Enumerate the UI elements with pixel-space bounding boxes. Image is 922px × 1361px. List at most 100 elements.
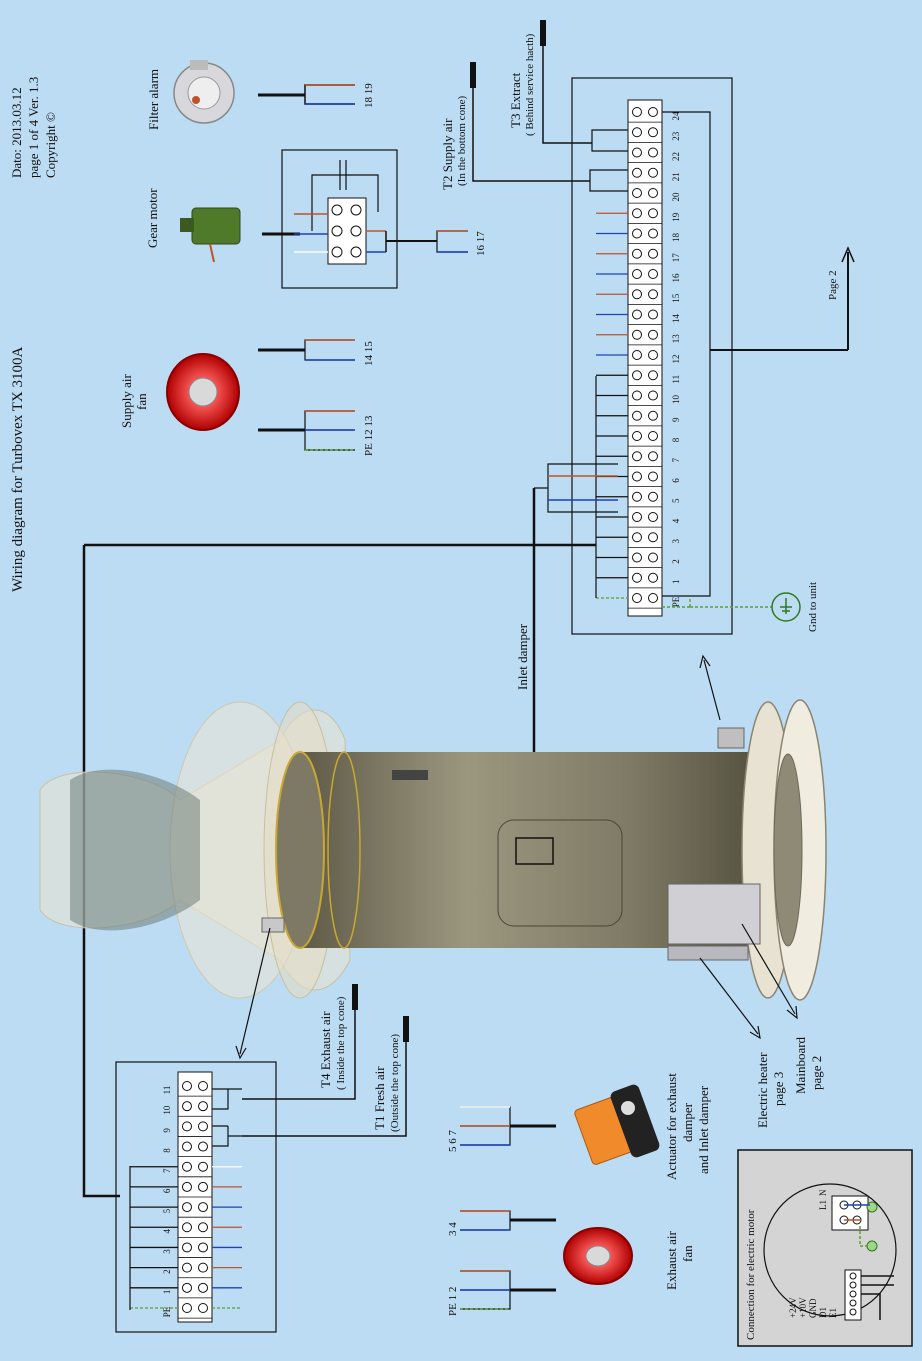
mb-screw bbox=[632, 552, 642, 563]
mb-screw bbox=[648, 248, 658, 259]
mb-screw bbox=[648, 410, 658, 421]
mb-screw bbox=[648, 329, 658, 340]
mb-screw bbox=[632, 471, 642, 482]
lo-terminal-label: 11 bbox=[162, 1086, 172, 1095]
lo-terminal-label: 6 bbox=[162, 1188, 172, 1193]
motor-terminal-d1: D1 bbox=[818, 1307, 828, 1318]
mb-screw bbox=[632, 451, 642, 462]
supply-fan-label-2: fan bbox=[134, 393, 149, 410]
lo-terminal-label: 3 bbox=[162, 1249, 172, 1254]
inlet-damper-label: Inlet damper bbox=[515, 623, 530, 690]
motor-connection-panel: Connection for electric motor L1 N +24V … bbox=[737, 1149, 913, 1347]
ground-symbol: Gnd to unit bbox=[662, 582, 819, 632]
lo-screw bbox=[182, 1161, 192, 1172]
motor-terminal-gnd: GND bbox=[808, 1298, 818, 1318]
mb-screw bbox=[648, 431, 658, 441]
supply-fan-label-1: Supply air bbox=[119, 374, 134, 428]
mb-screw bbox=[648, 491, 658, 502]
mb-terminal-label: 5 bbox=[671, 498, 681, 503]
electric-heater-label-1: Electric heater bbox=[755, 1052, 770, 1128]
t1-label-2: (Outside the top cone) bbox=[389, 1034, 401, 1132]
gear-motor-label: Gear motor bbox=[145, 188, 160, 248]
feed-wire-down bbox=[82, 545, 120, 1198]
mb-terminal-label: 19 bbox=[671, 212, 681, 222]
mb-terminal-label: 1 bbox=[671, 580, 681, 585]
lo-screw bbox=[198, 1262, 208, 1273]
mb-screw bbox=[632, 147, 642, 158]
mb-terminal-label: 24 bbox=[671, 111, 681, 121]
lo-screw bbox=[182, 1141, 192, 1152]
t4-label-1: T4 Exhaust air bbox=[318, 1011, 333, 1088]
mb-screw bbox=[648, 167, 658, 178]
gear-motor-box bbox=[281, 149, 398, 289]
mb-screw bbox=[648, 188, 658, 198]
lower-wires bbox=[129, 1166, 242, 1310]
mb-screw bbox=[632, 188, 642, 198]
mb-screw bbox=[632, 512, 642, 522]
mb-terminal-label: 2 bbox=[671, 559, 681, 564]
copyright-text: Copyright © bbox=[43, 112, 58, 178]
t3-label-2: ( Behind service hacth) bbox=[524, 33, 536, 136]
gnd-label: Gnd to unit bbox=[807, 582, 819, 632]
mb-screw bbox=[632, 572, 642, 583]
t1-fresh-sensor: T1 Fresh air (Outside the top cone) bbox=[242, 1016, 409, 1137]
mb-terminal-label: 12 bbox=[671, 355, 681, 364]
mb-screw bbox=[648, 269, 658, 279]
lo-terminal-label: 5 bbox=[162, 1208, 172, 1213]
filter-alarm-icon bbox=[173, 60, 235, 124]
mb-screw bbox=[632, 228, 642, 239]
lo-terminal-label: 2 bbox=[162, 1269, 172, 1274]
mb-terminal-label: 11 bbox=[671, 375, 681, 384]
mb-screw bbox=[632, 248, 642, 259]
mb-terminal-label: 18 bbox=[671, 233, 681, 243]
lo-screw bbox=[182, 1121, 192, 1132]
mb-screw bbox=[632, 350, 642, 360]
lo-terminal-label: 9 bbox=[162, 1128, 172, 1133]
mb-terminal-label: 23 bbox=[671, 131, 681, 141]
mb-screw bbox=[648, 147, 658, 158]
lo-terminal-label: 8 bbox=[162, 1148, 172, 1153]
actuator-label-1: Actuator for exhaust bbox=[664, 1073, 679, 1180]
actuator-icon bbox=[574, 1084, 660, 1165]
mb-screw bbox=[632, 390, 642, 401]
t3-label-1: T3 Extract bbox=[508, 72, 523, 128]
supply-fan-wire-label-a: 14 15 bbox=[363, 341, 375, 366]
lo-terminal-label: 1 bbox=[162, 1290, 172, 1295]
actuator-label-2: damper bbox=[680, 1102, 695, 1142]
mb-screw bbox=[632, 491, 642, 502]
mb-screw bbox=[648, 350, 658, 360]
mb-screw bbox=[648, 552, 658, 563]
mb-terminal-label: PE bbox=[671, 596, 681, 607]
exhaust-fan-icon bbox=[563, 1227, 633, 1285]
exhaust-fan-wire-label-b: 3 4 bbox=[447, 1222, 459, 1236]
mb-screw bbox=[648, 451, 658, 462]
mainboard-terminal-box: PE12345678910111213141516171819202122232… bbox=[571, 77, 855, 635]
lo-screw bbox=[182, 1242, 192, 1253]
mb-screw bbox=[632, 289, 642, 300]
lo-screw bbox=[198, 1202, 208, 1213]
t4-exhaust-sensor: T4 Exhaust air ( Inside the top cone) bbox=[242, 984, 358, 1100]
lo-screw bbox=[182, 1101, 192, 1112]
mb-screw bbox=[632, 329, 642, 340]
mb-screw bbox=[632, 269, 642, 279]
t1-label-1: T1 Fresh air bbox=[372, 1066, 387, 1130]
motor-terminal-10v: +10V bbox=[798, 1297, 808, 1318]
motor-terminal-e1: E1 bbox=[828, 1308, 838, 1318]
mb-screw bbox=[632, 593, 642, 603]
t2-supply-sensor: T2 Supply air (In the bottom cone) bbox=[440, 62, 590, 190]
t3-extract-sensor: T3 Extract ( Behind service hacth) bbox=[508, 20, 592, 144]
mb-terminal-label: 8 bbox=[671, 437, 681, 442]
lo-screw bbox=[182, 1202, 192, 1213]
mb-terminal-label: 9 bbox=[671, 417, 681, 422]
mb-screw bbox=[632, 208, 642, 219]
filter-alarm-wire-label: 18 19 bbox=[363, 83, 375, 108]
page2-link[interactable]: Page 2 bbox=[827, 270, 839, 300]
lo-screw bbox=[182, 1282, 192, 1293]
mb-screw bbox=[632, 309, 642, 320]
lo-screw bbox=[198, 1161, 208, 1172]
lo-screw bbox=[198, 1303, 208, 1313]
actuator: Actuator for exhaust damper and Inlet da… bbox=[447, 1073, 711, 1180]
mb-terminal-label: 14 bbox=[671, 314, 681, 324]
